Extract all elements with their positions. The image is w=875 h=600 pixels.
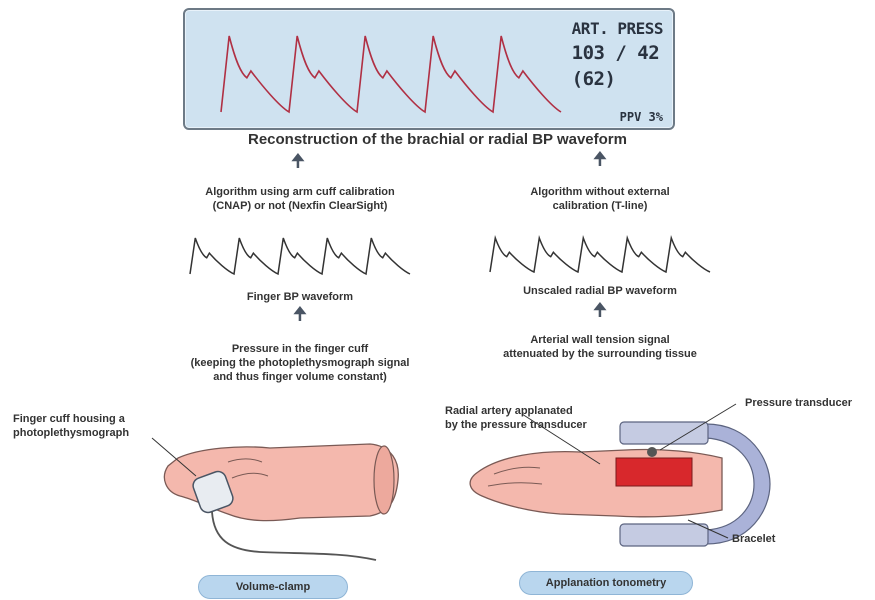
right-algorithm-label: Algorithm without external calibration (… bbox=[460, 185, 740, 213]
left-signal-line-2: (keeping the photoplethysmograph signal bbox=[130, 356, 470, 370]
ppv-value: PPV 3% bbox=[620, 110, 663, 124]
finger-waveform bbox=[186, 232, 416, 282]
left-algorithm-line-1: Algorithm using arm cuff calibration bbox=[150, 185, 450, 199]
right-signal-line-1: Arterial wall tension signal bbox=[450, 333, 750, 347]
finger-waveform-label: Finger BP waveform bbox=[150, 290, 450, 304]
left-signal-line-3: and thus finger volume constant) bbox=[130, 370, 470, 384]
pressure-transducer-callout: Pressure transducer bbox=[745, 396, 852, 410]
monitor-readout: ART. PRESS 103 / 42 (62) bbox=[572, 18, 663, 92]
finger-cuff-callout-line-1: Finger cuff housing a bbox=[13, 412, 129, 426]
applanation-tonometry-label: Applanation tonometry bbox=[519, 571, 693, 595]
left-algorithm-label: Algorithm using arm cuff calibration (CN… bbox=[150, 185, 450, 213]
mean-pressure-value: (62) bbox=[572, 66, 663, 92]
radial-waveform-label: Unscaled radial BP waveform bbox=[450, 284, 750, 298]
bracelet-callout: Bracelet bbox=[732, 532, 775, 546]
finger-cuff-callout-line-2: photoplethysmograph bbox=[13, 426, 129, 440]
volume-clamp-label: Volume-clamp bbox=[198, 575, 348, 599]
radial-waveform bbox=[486, 232, 716, 282]
right-algorithm-line-2: calibration (T-line) bbox=[460, 199, 740, 213]
parameter-label: ART. PRESS bbox=[572, 18, 663, 40]
left-algorithm-line-2: (CNAP) or not (Nexfin ClearSight) bbox=[150, 199, 450, 213]
systolic-diastolic-value: 103 / 42 bbox=[572, 40, 663, 66]
up-arrow-icon: 🠉 bbox=[288, 152, 308, 170]
up-arrow-icon: 🠉 bbox=[290, 305, 310, 323]
radial-artery-callout: Radial artery applanated by the pressure… bbox=[445, 404, 587, 432]
bp-monitor-display: ART. PRESS 103 / 42 (62) PPV 3% bbox=[183, 8, 675, 130]
up-arrow-icon: 🠉 bbox=[590, 150, 610, 168]
diagram-title: Reconstruction of the brachial or radial… bbox=[0, 131, 875, 148]
radial-artery-callout-line-2: by the pressure transducer bbox=[445, 418, 587, 432]
right-signal-label: Arterial wall tension signal attenuated … bbox=[450, 333, 750, 361]
finger-cuff-callout: Finger cuff housing a photoplethysmograp… bbox=[13, 412, 129, 440]
radial-artery-callout-line-1: Radial artery applanated bbox=[445, 404, 587, 418]
right-signal-line-2: attenuated by the surrounding tissue bbox=[450, 347, 750, 361]
left-signal-line-1: Pressure in the finger cuff bbox=[130, 342, 470, 356]
pressure-transducer-graphic bbox=[616, 458, 692, 486]
left-signal-label: Pressure in the finger cuff (keeping the… bbox=[130, 342, 470, 384]
up-arrow-icon: 🠉 bbox=[590, 301, 610, 319]
arterial-waveform bbox=[215, 14, 575, 124]
right-algorithm-line-1: Algorithm without external bbox=[460, 185, 740, 199]
